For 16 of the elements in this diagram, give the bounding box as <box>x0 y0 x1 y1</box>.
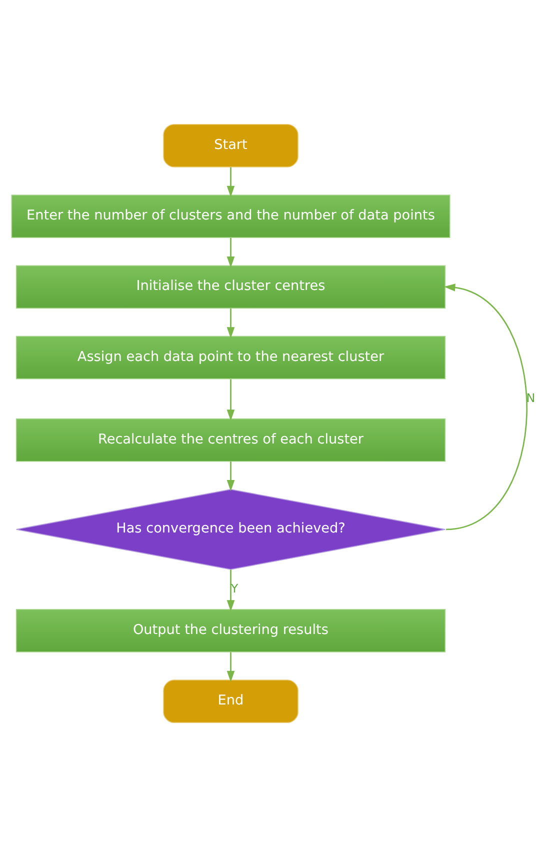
edge-label: N <box>526 390 536 405</box>
arrow <box>226 167 235 198</box>
node-diamond: Has convergence been achieved? <box>16 489 446 570</box>
arrow <box>226 379 235 421</box>
arrow <box>226 462 235 492</box>
node-box: Recalculate the centres of each cluster <box>16 418 446 462</box>
node-box: Initialise the cluster centres <box>16 265 446 309</box>
arrow <box>444 284 528 530</box>
node-box: Assign each data point to the nearest cluster <box>16 336 446 380</box>
node-box: Enter the number of clusters and the number of data points <box>11 194 450 238</box>
arrow <box>226 308 235 338</box>
node-box: Start <box>163 124 298 168</box>
arrow <box>226 238 235 268</box>
node-box: Output the clustering results <box>16 609 446 652</box>
node-box: End <box>163 680 298 724</box>
arrow <box>226 652 235 682</box>
